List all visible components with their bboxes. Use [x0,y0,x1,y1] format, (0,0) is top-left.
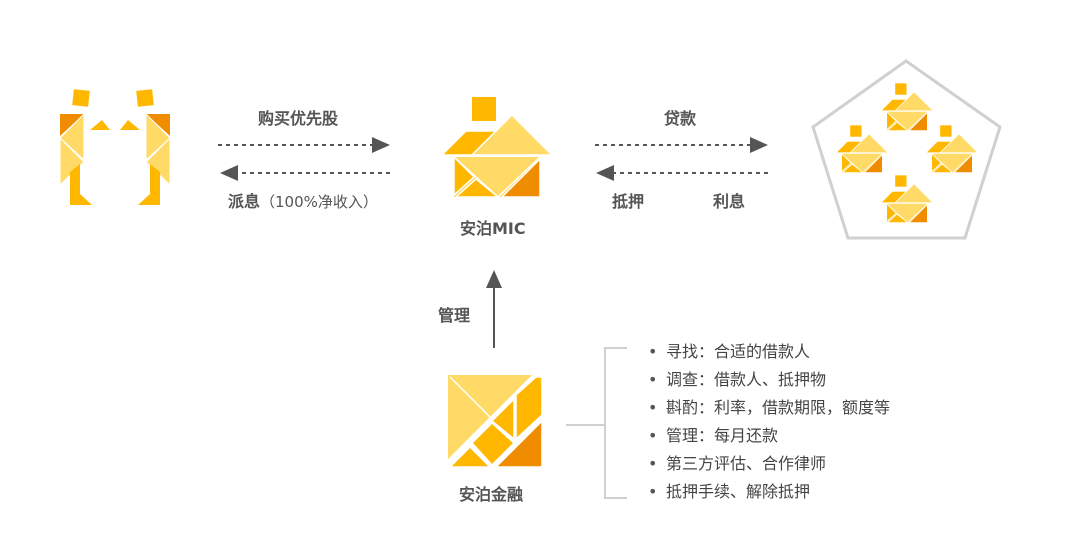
duties-list: 寻找：合适的借款人 调查：借款人、抵押物 斟酌：利率，借款期限，额度等 管理：每… [648,340,890,508]
mic-house-icon [442,97,552,197]
mic-name: 安泊MIC [460,219,526,238]
list-item: 斟酌：利率，借款期限，额度等 [648,396,890,424]
borrowers-icon [811,59,1002,240]
manage-label: 管理 [438,306,471,325]
duties-bracket [566,347,627,499]
manager-name: 安泊金融 [459,485,524,504]
dividend-note: （100%净收入） [260,193,378,211]
list-item: 抵押手续、解除抵押 [648,480,890,508]
interest-label: 利息 [713,192,746,211]
list-item: 调查：借款人、抵押物 [648,368,890,396]
anbo-finance-logo-icon [448,375,543,468]
list-item: 第三方评估、合作律师 [648,452,890,480]
collateral-label: 抵押 [612,192,645,211]
list-item: 寻找：合适的借款人 [648,340,890,368]
buy-shares-label: 购买优先股 [258,109,339,128]
list-item: 管理：每月还款 [648,424,890,452]
loan-label: 贷款 [664,109,697,128]
dividend-text: 派息 [228,192,261,211]
investors-icon [59,89,171,205]
dividend-label: 派息（100%净收入） [228,188,378,212]
